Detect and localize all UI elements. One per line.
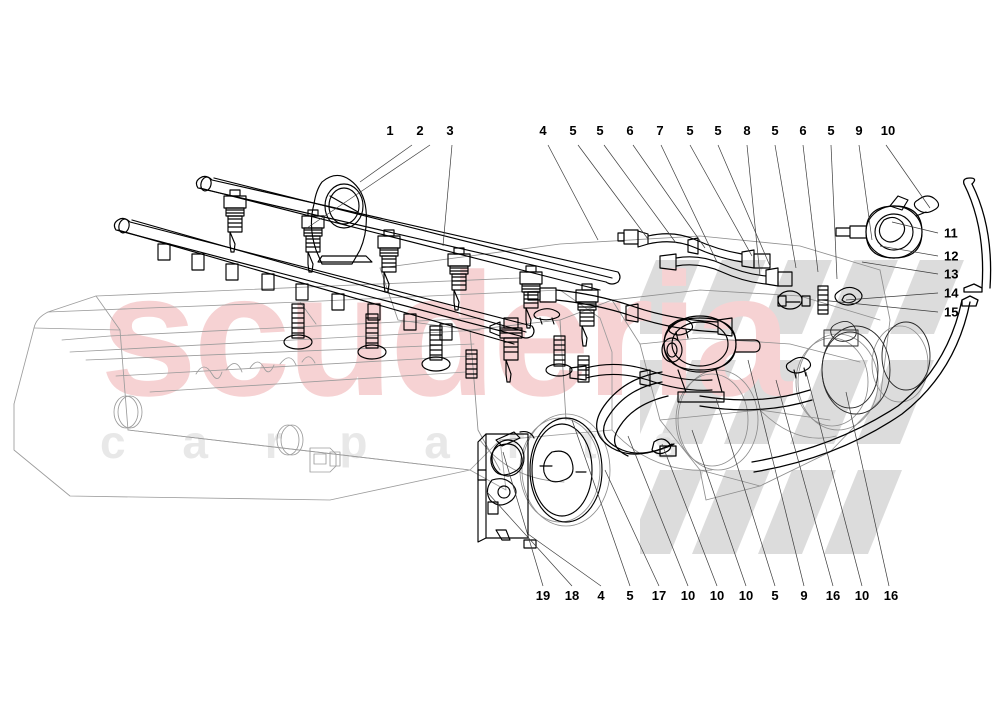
hose-clamp-group (667, 318, 812, 379)
watermark-subtitle: c a r p a r t s (100, 416, 701, 468)
callout-number-top-2: 3 (446, 123, 454, 138)
loose-injector (489, 317, 523, 383)
rail-mount-bracket (310, 174, 373, 265)
leader-line-top-6 (632, 144, 706, 249)
callout-number-bottom-12: 16 (883, 588, 899, 603)
bolt-group (283, 285, 829, 383)
callout-number-top-1: 2 (416, 123, 424, 138)
callout-number-top-3: 4 (539, 123, 547, 138)
leader-line-bottom-0 (502, 451, 544, 587)
small-fitting-group (777, 286, 863, 310)
intake-manifold-outline (379, 235, 929, 527)
leader-line-right-2 (861, 261, 939, 275)
leader-line-top-8 (689, 144, 753, 257)
leader-line-right-1 (879, 245, 939, 257)
throttle-barrel (529, 417, 603, 523)
long-hose-outer (962, 177, 992, 293)
fuel-rail-front (113, 217, 535, 345)
callout-number-right-1: 12 (944, 248, 959, 264)
leader-line-right-3 (845, 292, 939, 301)
callout-number-right-0: 11 (944, 225, 958, 241)
leader-line-top-9 (717, 144, 771, 267)
leader-line-bottom-12 (845, 391, 890, 587)
leader-line-top-5 (603, 144, 677, 244)
callout-number-top-6: 6 (626, 123, 634, 138)
callout-number-bottom-9: 9 (800, 588, 808, 603)
leader-line-bottom-8 (715, 397, 776, 587)
leader-line-top-14 (858, 144, 873, 241)
callout-number-bottom-5: 10 (680, 588, 696, 603)
callout-number-bottom-11: 10 (854, 588, 870, 603)
fuel-pressure-regulator (835, 195, 940, 259)
watermark-stripes (640, 260, 964, 554)
leader-line-bottom-10 (775, 379, 834, 587)
leader-line-bottom-4 (604, 469, 660, 587)
callout-number-top-7: 7 (656, 123, 664, 138)
callout-number-bottom-1: 18 (564, 588, 580, 603)
callout-number-top-0: 1 (386, 123, 394, 138)
callout-number-right-2: 13 (944, 266, 959, 282)
injector-clip (533, 308, 561, 325)
throttle-bodies-right (821, 320, 931, 415)
leader-line-right-0 (891, 221, 939, 234)
callout-number-bottom-10: 16 (825, 588, 841, 603)
throttle-body-assembly (477, 431, 537, 549)
callout-number-top-13: 5 (827, 123, 835, 138)
fuel-line-upper-b (659, 253, 793, 287)
callout-number-top-9: 5 (714, 123, 722, 138)
leader-line-bottom-9 (747, 359, 805, 587)
leader-line-top-7 (660, 144, 718, 263)
leader-line-bottom-11 (805, 371, 863, 587)
leader-line-top-10 (746, 144, 761, 277)
callout-number-bottom-6: 10 (709, 588, 725, 603)
callout-number-top-15: 10 (880, 123, 896, 138)
leader-line-bottom-5 (627, 435, 689, 587)
callout-number-top-11: 5 (771, 123, 779, 138)
callout-number-top-5: 5 (596, 123, 604, 138)
callout-number-bottom-8: 5 (771, 588, 779, 603)
long-hose-inner (751, 295, 979, 473)
fuel-line-middle (527, 287, 733, 337)
callout-number-top-4: 5 (569, 123, 577, 138)
callout-number-bottom-0: 19 (535, 588, 551, 603)
fuel-line-upper-a (617, 229, 771, 269)
callout-number-bottom-4: 17 (651, 588, 667, 603)
leader-line-top-12 (802, 144, 819, 273)
callout-number-top-14: 9 (855, 123, 863, 138)
leader-line-bottom-1 (486, 491, 573, 587)
leader-line-top-15 (885, 144, 931, 209)
callout-number-top-10: 8 (743, 123, 751, 138)
leader-line-bottom-7 (691, 429, 747, 587)
callout-number-bottom-2: 4 (597, 588, 605, 603)
callout-number-top-12: 6 (799, 123, 807, 138)
leader-line-top-11 (774, 144, 797, 269)
callout-number-bottom-7: 10 (738, 588, 754, 603)
fuel-pressure-damper (661, 315, 761, 403)
callout-number-bottom-3: 5 (626, 588, 634, 603)
leader-line-bottom-2 (527, 533, 602, 587)
leader-line-top-3 (547, 144, 599, 241)
cam-cover-outline (13, 277, 613, 501)
callout-number-right-4: 15 (944, 304, 959, 320)
leader-line-top-1 (306, 144, 431, 229)
leader-line-right-4 (819, 299, 939, 313)
leader-line-bottom-6 (661, 443, 718, 587)
leader-line-top-0 (359, 144, 413, 183)
callout-number-top-8: 5 (686, 123, 694, 138)
leader-line-top-4 (577, 144, 649, 240)
callout-number-right-3: 14 (944, 285, 959, 301)
leader-line-top-13 (830, 144, 838, 280)
leader-line-top-2 (442, 144, 453, 247)
fuel-line-lower-right (569, 363, 713, 391)
leader-line-bottom-3 (571, 419, 631, 587)
